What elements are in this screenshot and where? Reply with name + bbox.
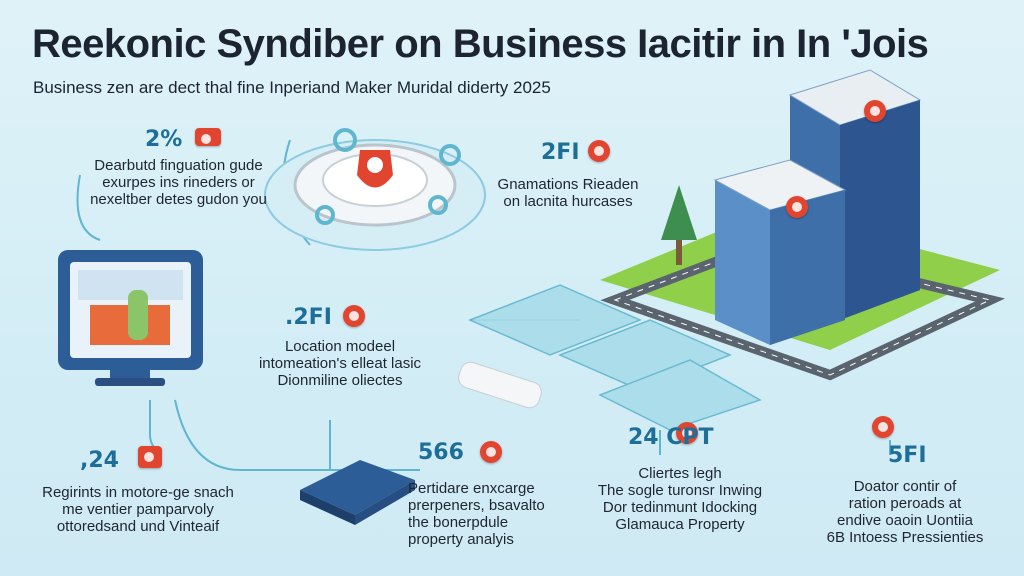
- callout-middle: Location modeel intomeation's elleat las…: [240, 338, 440, 389]
- callout-line: 6B Intoess Pressienties: [826, 529, 984, 546]
- map-pin-icon: [343, 305, 365, 327]
- callout-line: on lacnita hurcases: [503, 193, 633, 210]
- callout-line: ottoredsand und Vinteaif: [56, 518, 220, 535]
- callout-line: Gnamations Rieaden: [497, 176, 639, 193]
- callout-line: Regirints in motore-ge snach: [42, 484, 234, 501]
- callout-bottom-right-center: Cliertes legh The sogle turonsr Inwing D…: [590, 465, 770, 533]
- gear-platform: [264, 128, 486, 251]
- callout-line: The sogle turonsr Inwing: [597, 482, 763, 499]
- callout-line: exurpes ins rineders or: [102, 174, 255, 191]
- callout-line: ration peroads at: [848, 495, 962, 512]
- callout-line: Dionmiline oliectes: [277, 372, 403, 389]
- callout-top-center: Gnamations Rieaden on lacnita hurcases: [483, 176, 653, 210]
- map-pin-icon: [864, 100, 886, 122]
- stat-middle: .2FI: [285, 305, 332, 330]
- map-pin-icon: [588, 140, 610, 162]
- map-pin-icon: [786, 196, 808, 218]
- callout-line: endive oaoin Uontiia: [837, 512, 973, 529]
- callout-line: me ventier pamparvoly: [62, 501, 214, 518]
- callout-top-left: Dearbutd finguation gude exurpes ins rin…: [66, 157, 291, 208]
- callout-line: Dearbutd finguation gude: [94, 157, 263, 174]
- city-block: [600, 69, 1006, 381]
- callout-line: Dor tedinmunt Idocking: [602, 499, 758, 516]
- stat-bottom-right-center: 24 CPT: [628, 425, 714, 450]
- callout-line: Glamauca Property: [615, 516, 745, 533]
- callout-line: the bonerpdule: [408, 514, 509, 531]
- stat-bottom-left: ,24: [80, 448, 119, 473]
- page-title: Reekonic Syndiber on Business Iacitir in…: [32, 22, 929, 66]
- callout-line: Pertidare enxcarge: [408, 480, 535, 497]
- callout-bottom-left: Regirints in motore-ge snach me ventier …: [33, 484, 243, 535]
- map-pin-icon: [480, 441, 502, 463]
- stat-top-center: 2FI: [541, 140, 580, 165]
- map-pin-icon: [872, 416, 894, 438]
- car-icon: [138, 446, 162, 468]
- stat-bottom-right: 5FI: [888, 443, 927, 468]
- card-icon: [195, 128, 221, 146]
- map-pin-icon: [676, 422, 698, 444]
- callout-line: property analyis: [408, 531, 514, 548]
- callout-bottom-right: Doator contir of ration peroads at endiv…: [810, 478, 1000, 546]
- callout-line: prerpeners, bsavalto: [408, 497, 545, 514]
- callout-line: intomeation's elleat lasic: [258, 355, 422, 372]
- monitor-illustration: [58, 250, 203, 386]
- blueprint-tiles: [468, 284, 762, 431]
- callout-line: nexeltber detes gudon you: [90, 191, 267, 208]
- router-illustration: [300, 460, 415, 525]
- callout-line: Doator contir of: [853, 478, 957, 495]
- callout-line: Cliertes legh: [638, 465, 722, 482]
- device-illustration: [458, 361, 542, 409]
- stat-bottom-center: 566: [418, 440, 464, 465]
- page-subtitle: Business zen are dect thal fine Inperian…: [33, 78, 551, 97]
- stat-top-left: 2%: [145, 127, 183, 152]
- callout-bottom-center: Pertidare enxcarge prerpeners, bsavalto …: [408, 480, 558, 548]
- callout-line: Location modeel: [284, 338, 396, 355]
